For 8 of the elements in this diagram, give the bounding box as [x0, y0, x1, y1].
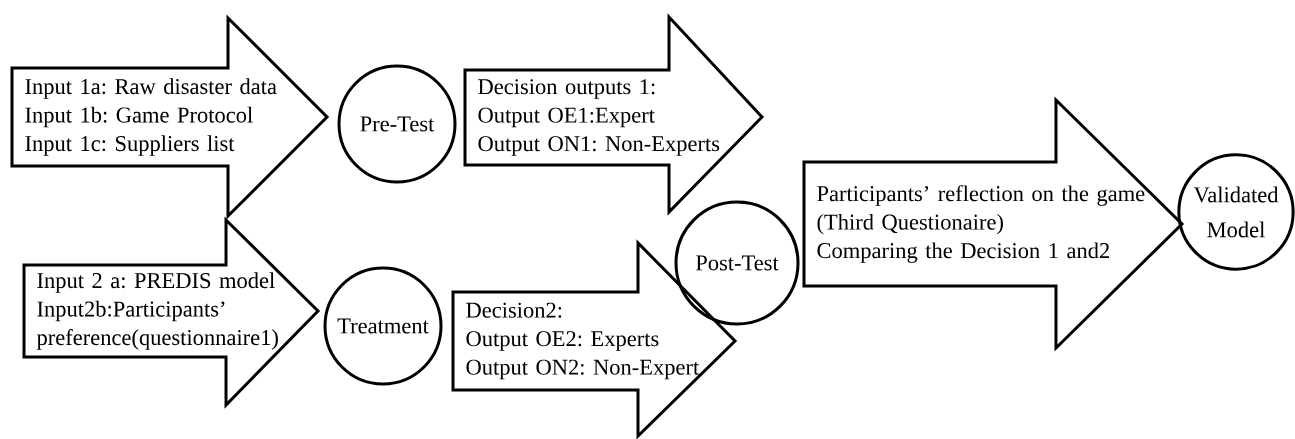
- arrow-shaped-box: Decision outputs 1: Output OE1:Expert Output ON1: Non-Experts: [463, 13, 765, 216]
- circle-node: Pre-Test: [337, 64, 457, 184]
- arrow-shaped-box: Input 1a: Raw disaster data Input 1b: Game Protocol Input 1c: Suppliers list: [10, 14, 330, 220]
- arrow-shaped-box: Input 2 a: PREDIS model Input2b:Participants’ preference(questionnaire1): [22, 216, 321, 409]
- circle-node: Treatment: [323, 266, 443, 386]
- circle-node: Post-Test: [674, 200, 800, 326]
- circle-node: Validated Model: [1177, 153, 1295, 271]
- arrow-shaped-box: Participants’ reflection on the game (Third Questionaire) Comparing the Decision 1 and2: [802, 96, 1185, 352]
